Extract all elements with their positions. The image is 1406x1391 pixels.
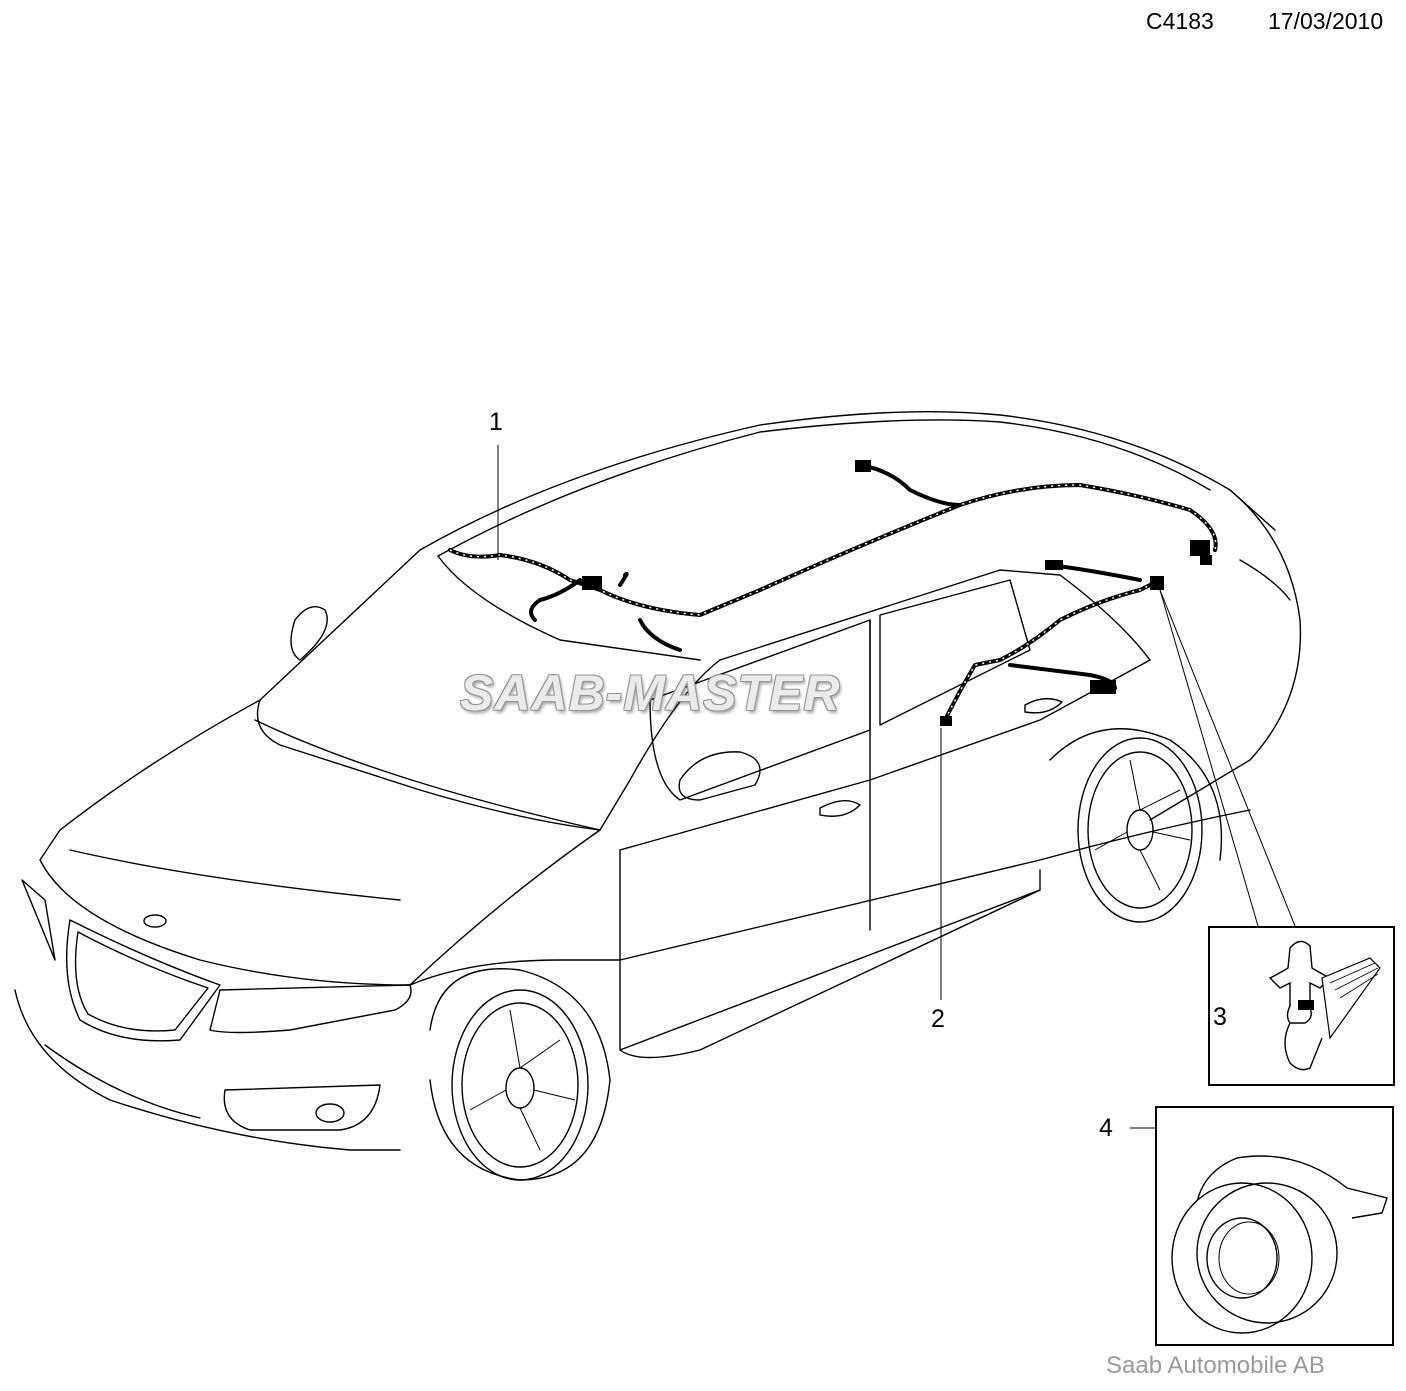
clip-detail-box xyxy=(1208,926,1395,1086)
watermark: SAAB-MASTER xyxy=(460,665,841,721)
footer-company: Saab Automobile AB xyxy=(1106,1352,1325,1379)
callout-2: 2 xyxy=(931,1005,945,1033)
tape-roll-icon xyxy=(1171,1155,1388,1334)
car-body-icon xyxy=(14,410,1302,1151)
callout-3-leader-b xyxy=(1159,589,1296,927)
callout-3: 3 xyxy=(1213,1003,1227,1031)
tape-detail-box xyxy=(1155,1106,1394,1346)
diagram-code: C4183 xyxy=(1146,8,1214,34)
diagram-date: 17/03/2010 xyxy=(1268,8,1384,34)
door-wiring-harness-icon xyxy=(940,560,1164,726)
cable-clip-icon xyxy=(1268,940,1381,1071)
callout-3-leader-a xyxy=(1159,589,1259,927)
front-wheel-icon xyxy=(429,968,611,1181)
rear-wheel-icon xyxy=(1049,728,1223,923)
roof-wiring-harness-icon xyxy=(448,460,1218,652)
callout-4: 4 xyxy=(1099,1114,1113,1142)
callout-1: 1 xyxy=(489,408,503,436)
